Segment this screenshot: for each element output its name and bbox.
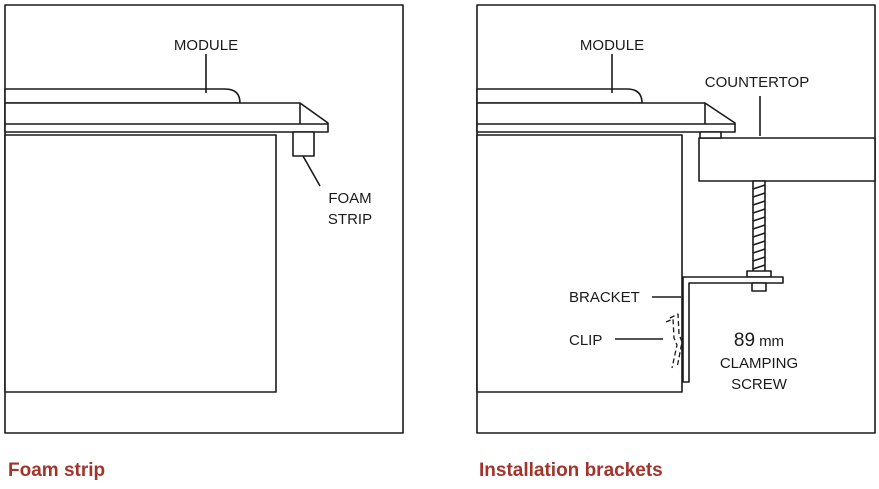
clip — [669, 313, 683, 369]
left-module-flange — [4, 102, 329, 133]
screw-tip — [751, 282, 767, 292]
screw-nut — [746, 270, 772, 278]
left-module-top — [4, 88, 241, 104]
foam-strip-caption: Foam strip — [8, 460, 106, 481]
clamping-screw-label-line1: CLAMPING — [720, 355, 798, 372]
foam-strip — [292, 131, 315, 157]
left-cabinet — [4, 134, 277, 393]
right-cabinet — [476, 134, 683, 393]
countertop-label: COUNTERTOP — [705, 74, 809, 91]
foam-strip-label-line2: STRIP — [328, 211, 372, 228]
right-foam-strip — [699, 131, 722, 139]
installation-brackets-caption: Installation brackets — [479, 460, 663, 481]
bracket — [682, 276, 784, 383]
clamping-screw-label-line2: SCREW — [731, 376, 788, 393]
installation-brackets-panel — [476, 4, 876, 434]
right-module-flange — [476, 102, 736, 133]
foam-strip-panel — [4, 4, 404, 434]
countertop — [698, 137, 876, 182]
clip-label: CLIP — [569, 332, 602, 349]
foam-strip-label-line1: FOAM — [328, 190, 371, 207]
right-module-top — [476, 88, 643, 104]
right-module-label: MODULE — [580, 37, 644, 54]
foam-strip-leader — [302, 155, 321, 187]
left-module-label: MODULE — [174, 37, 238, 54]
bracket-label: BRACKET — [569, 289, 640, 306]
